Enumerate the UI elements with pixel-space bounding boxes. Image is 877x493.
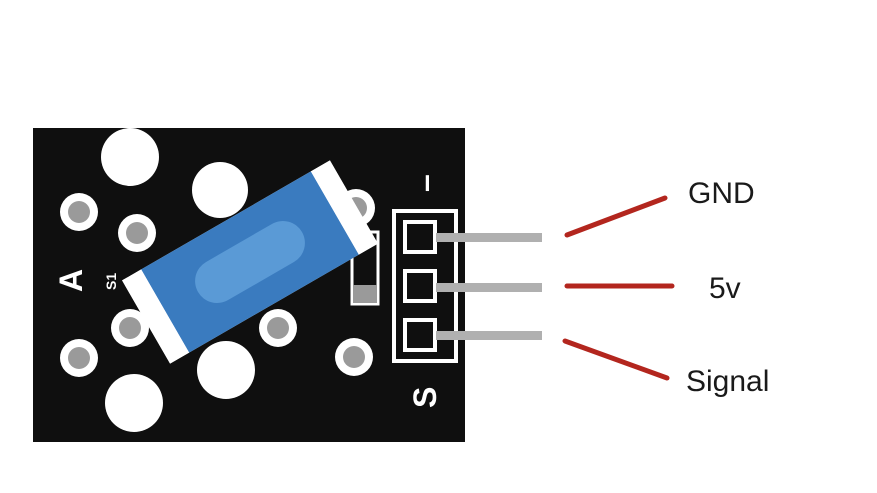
pin-5v	[436, 283, 542, 292]
silkscreen-s1: S1	[103, 273, 119, 290]
tilt-switch	[122, 160, 378, 364]
silkscreen-s: S	[407, 387, 443, 408]
mounting-hole	[197, 341, 255, 399]
silkscreen-a: A	[53, 269, 89, 292]
mounting-hole	[101, 128, 159, 186]
label-5v: 5v	[709, 272, 741, 305]
silkscreen-minus: –	[407, 174, 443, 192]
mounting-hole	[192, 162, 248, 218]
pin-gnd	[436, 233, 542, 242]
mounting-hole	[105, 374, 163, 432]
pin-signal	[436, 331, 542, 340]
leader-gnd	[564, 195, 668, 238]
label-gnd: GND	[688, 177, 755, 210]
leader-signal	[562, 338, 670, 381]
label-signal: Signal	[686, 365, 769, 398]
